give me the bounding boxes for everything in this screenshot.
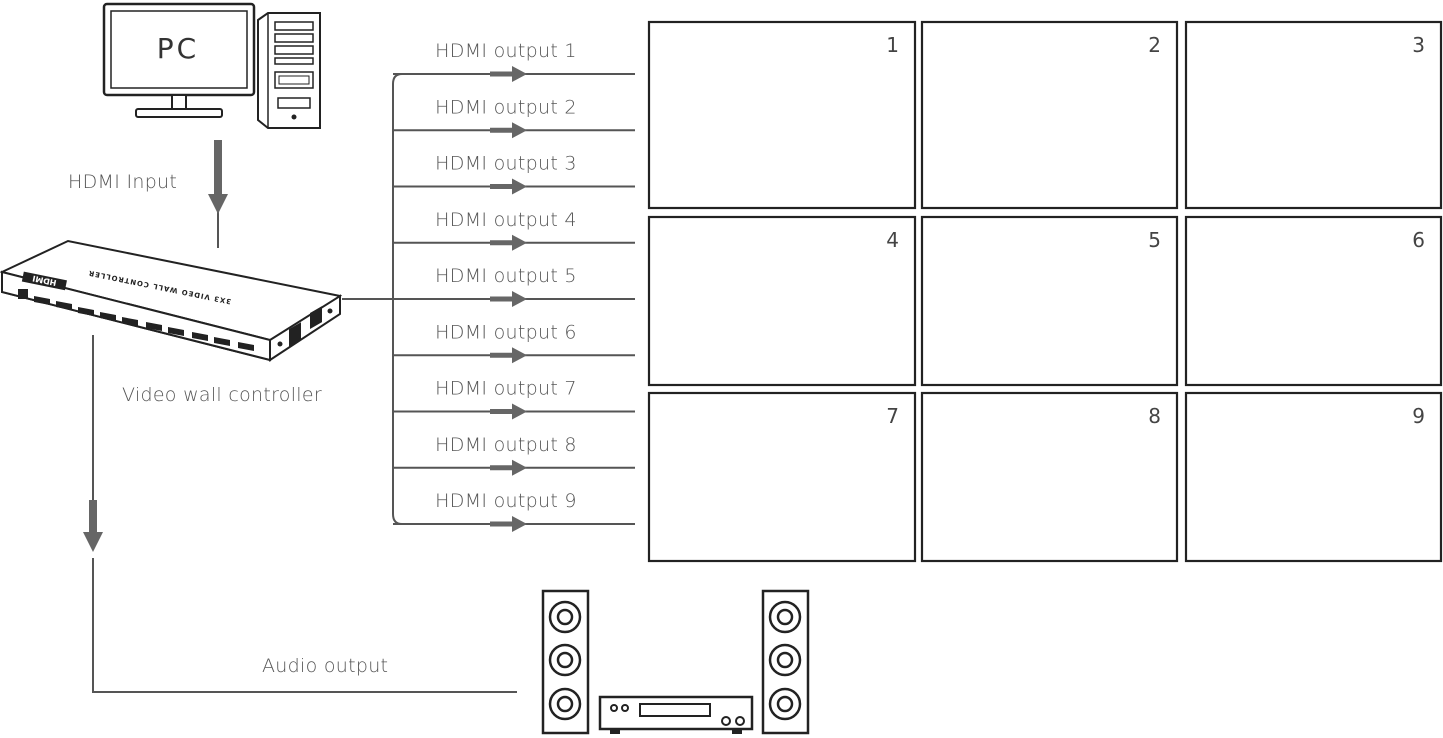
hdmi-output-label: HDMI output 6 [435, 321, 577, 343]
hdmi-output-label: HDMI output 9 [435, 490, 577, 512]
screen-panel [920, 215, 1179, 387]
hdmi-output-3: HDMI output 3 [393, 153, 635, 195]
arrow-right-icon [490, 66, 527, 82]
screen-6: 6 [1184, 215, 1443, 387]
hdmi-output-label: HDMI output 5 [435, 265, 577, 287]
screen-number: 4 [886, 228, 899, 252]
hdmi-output-9: HDMI output 9 [393, 490, 635, 532]
hdmi-input-label: HDMI Input [68, 171, 177, 193]
screen-panel [1184, 20, 1443, 210]
hdmi-output-6: HDMI output 6 [393, 321, 635, 364]
hdmi-output-5: HDMI output 5 [393, 265, 635, 307]
hdmi-output-label: HDMI output 4 [435, 209, 577, 231]
audio-amplifier [598, 695, 754, 734]
screen-number: 3 [1412, 33, 1425, 57]
screen-panel [647, 215, 917, 387]
hdmi-output-label: HDMI output 3 [435, 153, 577, 175]
speaker-left [541, 589, 590, 735]
hdmi-output-label: HDMI output 1 [435, 40, 577, 62]
pc-label: PC [157, 32, 199, 65]
screen-panel [647, 20, 917, 210]
arrow-right-icon [490, 403, 527, 420]
screen-3: 3 [1184, 20, 1443, 210]
speaker-right [761, 589, 810, 735]
screen-panel [920, 391, 1179, 563]
arrow-right-icon [490, 178, 527, 195]
arrow-right-icon [490, 122, 527, 139]
hdmi-output-8: HDMI output 8 [393, 434, 635, 476]
arrow-right-icon [490, 347, 527, 364]
screen-4: 4 [647, 215, 917, 387]
audio-output-label: Audio output [262, 655, 388, 677]
screen-8: 8 [920, 391, 1179, 563]
device-side-ports [277, 306, 333, 348]
arrow-right-icon [490, 459, 527, 476]
video-wall: 1 2 3 4 5 6 7 8 9 [647, 20, 1443, 563]
arrow-right-icon [490, 516, 527, 532]
hdmi-output-label: HDMI output 2 [435, 96, 577, 118]
pc-tower [257, 12, 321, 129]
hdmi-output-2: HDMI output 2 [393, 96, 635, 139]
hdmi-input-connector [208, 140, 228, 248]
video-wall-controller-device: 3X3 VIDEO WALL CONTROLLER HDMI [0, 239, 343, 362]
screen-number: 7 [886, 404, 899, 428]
screen-number: 2 [1148, 33, 1161, 57]
controller-label: Video wall controller [122, 384, 322, 406]
screen-5: 5 [920, 215, 1179, 387]
screen-2: 2 [920, 20, 1179, 210]
screen-7: 7 [647, 391, 917, 563]
screen-1: 1 [647, 20, 917, 210]
arrow-right-icon [490, 291, 527, 307]
screen-panel [920, 20, 1179, 210]
device-hdmi-ports [18, 289, 254, 351]
screen-panel [1184, 391, 1443, 563]
hdmi-output-7: HDMI output 7 [393, 378, 635, 420]
screen-number: 8 [1148, 404, 1161, 428]
screen-number: 9 [1412, 404, 1425, 428]
pc-computer: PC [102, 2, 321, 129]
hdmi-output-label: HDMI output 8 [435, 434, 577, 456]
screen-number: 1 [886, 33, 899, 57]
audio-output-connector [83, 335, 517, 693]
hdmi-outputs: HDMI output 1 HDMI output 2 HDMI output 3 H… [393, 40, 635, 532]
screen-number: 5 [1148, 228, 1161, 252]
hdmi-output-1: HDMI output 1 [393, 40, 635, 82]
hdmi-output-4: HDMI output 4 [393, 209, 635, 251]
screen-panel [647, 391, 917, 563]
screen-number: 6 [1412, 228, 1425, 252]
screen-panel [1184, 215, 1443, 387]
arrow-right-icon [490, 234, 527, 251]
hdmi-output-label: HDMI output 7 [435, 378, 577, 400]
screen-9: 9 [1184, 391, 1443, 563]
